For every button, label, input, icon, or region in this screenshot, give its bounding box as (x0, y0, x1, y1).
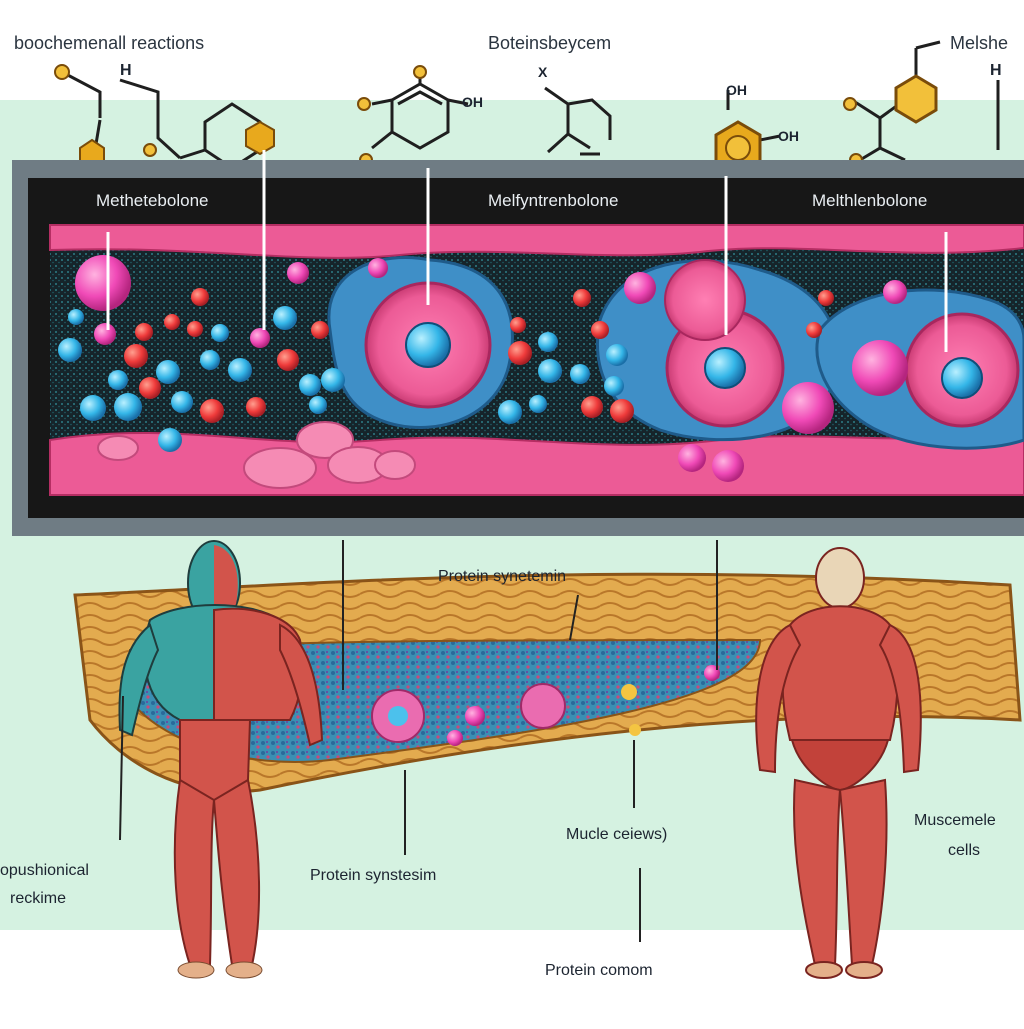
callout-protein-synthesis-bottom: Protein synstesim (310, 867, 437, 884)
callout-left-2: reckime (10, 890, 67, 907)
tissue-top-band (49, 224, 1024, 259)
callout-muscle-cells-right-1: Muscemele (914, 812, 996, 829)
chem-oh-1: OH (462, 94, 483, 110)
leader-lines (106, 150, 948, 352)
callout-protein-synthesis-top: Protein synetemin (438, 568, 567, 585)
compound-label-1: Methetebolone (96, 191, 209, 210)
compound-label-3: Melthlenbolone (812, 191, 928, 210)
callout-lines (119, 540, 718, 942)
callout-muscle-cells-right-2: cells (948, 842, 981, 859)
chem-oh-2: OH (726, 82, 747, 98)
header-label-center: Boteinsbeycem (488, 33, 612, 53)
callout-left-1: opushionical (0, 862, 89, 879)
pink-blobs (97, 421, 416, 489)
callout-muscle-cells-center: Mucle ceiews) (566, 826, 668, 843)
chem-oh-3: OH (778, 128, 799, 144)
header-label-left: boochemenall reactions (14, 33, 205, 53)
callout-protein-bottom: Protein comom (545, 962, 653, 979)
granule-cells (371, 665, 720, 746)
header-label-right: Melshe (950, 33, 1009, 53)
molecules (58, 255, 908, 482)
chem-h-right: H (990, 62, 1002, 79)
chem-h-left: H (120, 62, 132, 79)
anatomy-figure-left (118, 540, 324, 979)
anatomy-figure-right (755, 547, 922, 979)
compound-label-2: Melfyntrenbolone (488, 191, 619, 210)
chem-x-mark: X (538, 64, 548, 80)
